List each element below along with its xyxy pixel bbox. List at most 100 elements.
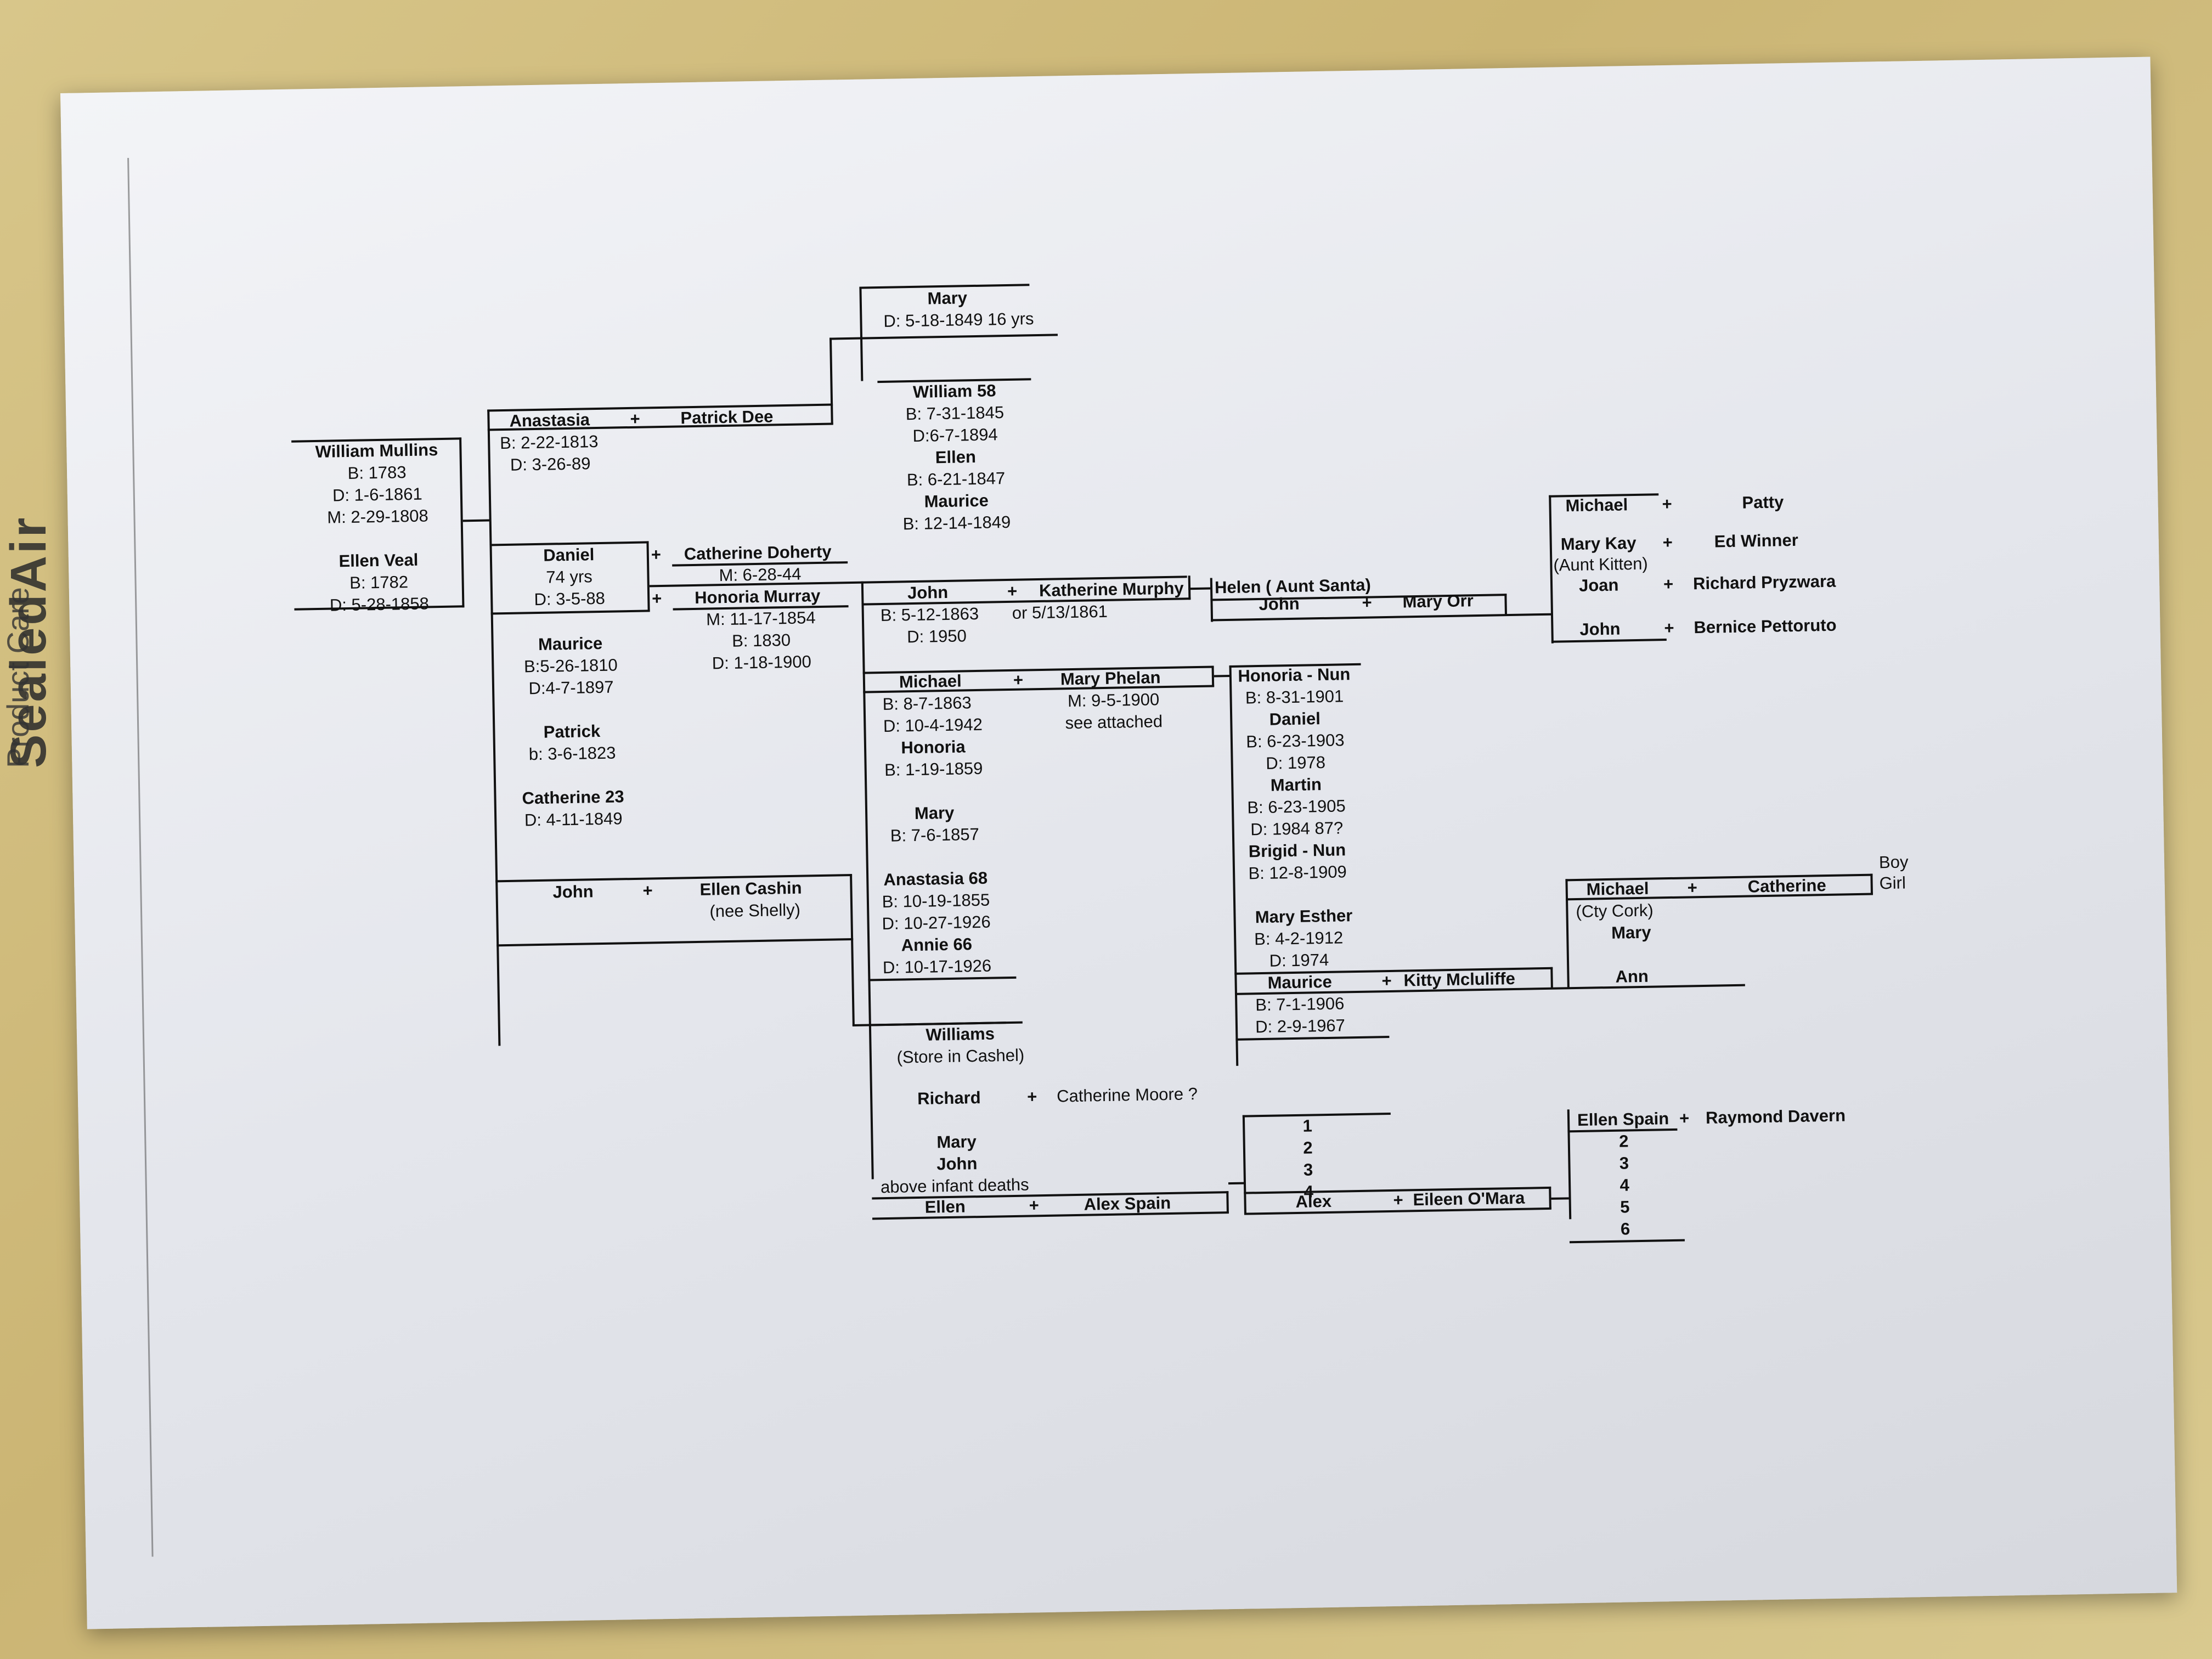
person-name: Ellen bbox=[935, 447, 977, 467]
person-date: M: 2-29-1808 bbox=[327, 506, 429, 527]
box-line bbox=[850, 874, 854, 940]
plus-sign: + bbox=[1362, 592, 1372, 612]
children-line bbox=[1567, 1109, 1572, 1220]
plus-sign: + bbox=[1679, 1108, 1690, 1128]
person-name: Mary Kay bbox=[1560, 533, 1637, 554]
person-date: B: 8-7-1863 bbox=[882, 693, 972, 714]
person-name: Williams bbox=[926, 1024, 995, 1045]
child-number: 3 bbox=[1619, 1153, 1629, 1173]
person-date: or 5/13/1861 bbox=[1012, 601, 1108, 623]
person-name: Raymond Davern bbox=[1705, 1105, 1846, 1127]
person-name: Martin bbox=[1270, 775, 1322, 795]
person-name: Catherine Moore ? bbox=[1056, 1084, 1198, 1106]
person-name: John bbox=[552, 882, 594, 902]
person-name: Katherine Murphy bbox=[1039, 578, 1184, 600]
children-line bbox=[487, 409, 501, 1046]
person-name: John bbox=[907, 582, 949, 603]
box-line bbox=[496, 938, 854, 947]
person-date: D: 10-27-1926 bbox=[882, 912, 991, 934]
person-name: Michael bbox=[899, 671, 962, 692]
person-date: D:6-7-1894 bbox=[912, 425, 998, 445]
person-name: Maurice bbox=[924, 490, 989, 511]
person-date: B: 1783 bbox=[347, 462, 407, 483]
person-name: Alex Spain bbox=[1084, 1193, 1171, 1214]
plus-sign: + bbox=[1026, 1087, 1037, 1107]
person-date: D: 1-18-1900 bbox=[712, 652, 812, 673]
person-name: John bbox=[936, 1154, 978, 1174]
children-line bbox=[861, 581, 874, 1180]
plus-sign: + bbox=[1393, 1190, 1403, 1210]
person-date: D: 3-26-89 bbox=[510, 454, 591, 475]
child-number: 2 bbox=[1618, 1131, 1629, 1151]
connector-line bbox=[1228, 1182, 1245, 1185]
person-date: D: 5-28-1858 bbox=[329, 594, 430, 615]
person-name: Michael bbox=[1565, 495, 1628, 516]
person-name: Honoria bbox=[901, 737, 966, 758]
person-note: (Store in Cashel) bbox=[896, 1045, 1025, 1067]
plus-sign: + bbox=[651, 545, 662, 565]
plus-sign: + bbox=[1381, 970, 1392, 991]
person-name: Anastasia bbox=[509, 410, 590, 431]
person-date: 74 yrs bbox=[546, 567, 593, 587]
child-number: 4 bbox=[1620, 1175, 1630, 1195]
plus-sign: + bbox=[1007, 581, 1018, 601]
person-name: Ellen Spain bbox=[1577, 1109, 1669, 1130]
child-number: 1 bbox=[1302, 1116, 1313, 1136]
person-note: see attached bbox=[1065, 712, 1163, 733]
person-name: Honoria - Nun bbox=[1238, 664, 1351, 686]
plus-sign: + bbox=[1687, 878, 1698, 898]
connector-line bbox=[829, 337, 833, 425]
plus-sign: + bbox=[1662, 532, 1673, 552]
children-line bbox=[1565, 879, 1570, 989]
person-date: B: 8-31-1901 bbox=[1245, 686, 1344, 708]
envelope-sub: Product Care bbox=[1, 587, 35, 768]
person-name: Daniel bbox=[1269, 709, 1321, 729]
person-date: B: 12-14-1849 bbox=[902, 512, 1011, 534]
person-name: Patrick bbox=[543, 721, 601, 742]
plus-sign: + bbox=[1663, 574, 1674, 594]
person-name: Mary Orr bbox=[1402, 591, 1474, 612]
person-date: B: 6-21-1847 bbox=[906, 469, 1006, 490]
person-name: Honoria Murray bbox=[694, 585, 821, 607]
person-note: (Aunt Kitten) bbox=[1553, 554, 1649, 575]
person-date: B: 1782 bbox=[349, 572, 409, 592]
person-name: Catherine bbox=[1747, 876, 1826, 896]
connector-line bbox=[462, 519, 490, 522]
person-date: M: 9-5-1900 bbox=[1067, 690, 1160, 711]
person-name: Mary Esther bbox=[1255, 906, 1353, 927]
box-line bbox=[490, 610, 650, 615]
person-date: B: 7-1-1906 bbox=[1255, 994, 1345, 1015]
connector-line bbox=[1214, 674, 1231, 678]
person-date: B: 6-23-1903 bbox=[1246, 730, 1345, 752]
person-name: Patty bbox=[1742, 492, 1784, 512]
box-line bbox=[1569, 1239, 1685, 1244]
plus-sign: + bbox=[630, 409, 640, 428]
person-date: D: 2-9-1967 bbox=[1255, 1015, 1346, 1037]
person-name: John bbox=[1259, 594, 1300, 614]
person-date: D: 5-18-1849 16 yrs bbox=[883, 309, 1034, 331]
person-date: B: 12-8-1909 bbox=[1248, 862, 1347, 883]
person-name: Bernice Pettoruto bbox=[1694, 615, 1837, 637]
person-name: John bbox=[1579, 619, 1621, 639]
person-name: Mary bbox=[927, 288, 968, 308]
person-date: D: 1984 87? bbox=[1250, 818, 1344, 839]
person-name: Ellen Cashin bbox=[699, 878, 802, 899]
person-date: B: 4-2-1912 bbox=[1254, 928, 1344, 949]
person-name: Patrick Dee bbox=[680, 407, 774, 428]
person-date: D: 1950 bbox=[906, 626, 967, 647]
person-name: Alex bbox=[1295, 1191, 1332, 1212]
plus-sign: + bbox=[1664, 618, 1674, 638]
person-date: B: 7-31-1845 bbox=[905, 403, 1005, 424]
children-line bbox=[1229, 665, 1239, 1066]
person-date: D: 3-5-88 bbox=[534, 588, 606, 610]
person-name: Mary bbox=[1611, 922, 1651, 943]
person-date: B: 5-12-1863 bbox=[880, 603, 979, 625]
person-name: Brigid - Nun bbox=[1248, 840, 1346, 861]
person-date: B: 6-23-1905 bbox=[1247, 796, 1346, 817]
person-date: B:5-26-1810 bbox=[523, 655, 618, 676]
child-label: Girl bbox=[1879, 873, 1906, 893]
person-date: B: 10-19-1855 bbox=[882, 890, 990, 912]
person-name: Ellen bbox=[924, 1197, 966, 1217]
person-date: D: 10-17-1926 bbox=[882, 956, 992, 978]
person-date: B: 7-6-1857 bbox=[890, 824, 980, 845]
